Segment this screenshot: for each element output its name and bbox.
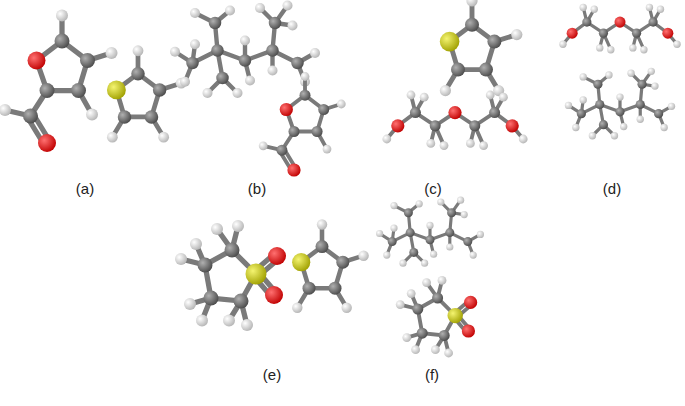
isooctane-molecule [376,197,484,267]
diethylene-glycol-molecule [559,4,680,54]
isooctane-molecule [170,1,320,99]
furfural-molecule [259,72,346,177]
sulfolane-molecule [396,276,477,357]
furfural-molecule [0,10,118,153]
thiophene-molecule [440,0,523,96]
panel-label: (f) [425,366,439,384]
thiophene-molecule [292,219,369,313]
panel-label: (d) [603,180,621,198]
thiophene-molecule [107,45,187,142]
panel-label: (c) [424,180,442,198]
panel-label: (a) [76,180,94,198]
sulfolane-molecule [175,220,286,331]
diethylene-glycol-molecule [382,91,527,150]
isooctane-molecule [565,68,675,140]
panel-label: (b) [248,180,266,198]
panel-label: (e) [263,366,281,384]
